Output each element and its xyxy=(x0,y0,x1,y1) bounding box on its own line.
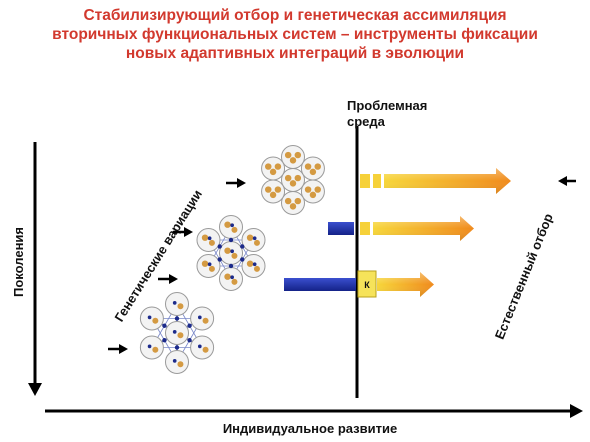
variation-arrow-icon-bottom xyxy=(108,344,128,354)
problem-env-label-line2: среда xyxy=(347,114,386,129)
generations-axis xyxy=(28,142,42,396)
selection-arrow-icon xyxy=(558,176,576,186)
genetic-variations-label: Генетические вариации xyxy=(111,187,205,324)
cell xyxy=(241,228,266,252)
cell-cluster-top xyxy=(261,145,325,215)
network-node xyxy=(228,263,234,269)
variation-arrow-icon-mid-upper xyxy=(173,227,193,237)
cell xyxy=(190,335,215,360)
cell xyxy=(281,191,305,215)
network-node xyxy=(162,338,167,343)
network-node xyxy=(187,338,192,343)
cell xyxy=(139,335,164,360)
development-axis xyxy=(45,404,583,418)
cell xyxy=(241,254,266,278)
network-node xyxy=(187,323,192,328)
network-node xyxy=(240,244,245,249)
title-line-1: Стабилизирующий отбор и генетическая асс… xyxy=(83,7,507,24)
fixation-arrow-bottom xyxy=(284,270,434,298)
title-line-2: вторичных функциональных систем – инстру… xyxy=(52,26,538,43)
cell-cluster-bottom xyxy=(139,292,215,374)
cell xyxy=(219,267,243,291)
slide-title: Стабилизирующий отбор и генетическая асс… xyxy=(0,6,590,63)
variation-arrow-icon-top xyxy=(226,178,246,188)
cell xyxy=(300,156,325,181)
cell-center xyxy=(219,241,243,265)
variation-arrow-icon-mid xyxy=(158,274,178,284)
cell xyxy=(196,228,221,252)
cell xyxy=(219,215,243,239)
problem-env-label-line1: Проблемная xyxy=(347,98,427,113)
network-node xyxy=(174,316,180,321)
cell xyxy=(165,350,189,374)
network-node xyxy=(240,257,245,262)
development-label: Индивидуальное развитие xyxy=(223,421,397,436)
cell xyxy=(190,306,215,331)
network-node xyxy=(162,323,167,328)
fixation-arrow-middle xyxy=(328,216,474,241)
cell xyxy=(165,292,189,316)
title-line-3: новых адаптивных интеграций в эволюции xyxy=(125,45,465,62)
cell xyxy=(281,145,305,169)
cell xyxy=(139,306,164,331)
k-box-label: К xyxy=(364,280,370,290)
network-node xyxy=(217,257,222,262)
natural-selection-label: Естественный отбор xyxy=(492,211,556,341)
generations-label: Поколения xyxy=(11,227,26,297)
cell-center xyxy=(165,321,189,345)
cell xyxy=(261,156,286,181)
network-node xyxy=(228,237,234,243)
cell-cluster-middle xyxy=(196,215,266,291)
cell xyxy=(196,254,221,278)
network-node xyxy=(217,244,222,249)
network-node xyxy=(174,345,180,350)
cell-center xyxy=(281,168,305,192)
cell xyxy=(300,179,325,204)
fixation-arrow-top xyxy=(360,168,511,194)
cell xyxy=(261,179,286,204)
